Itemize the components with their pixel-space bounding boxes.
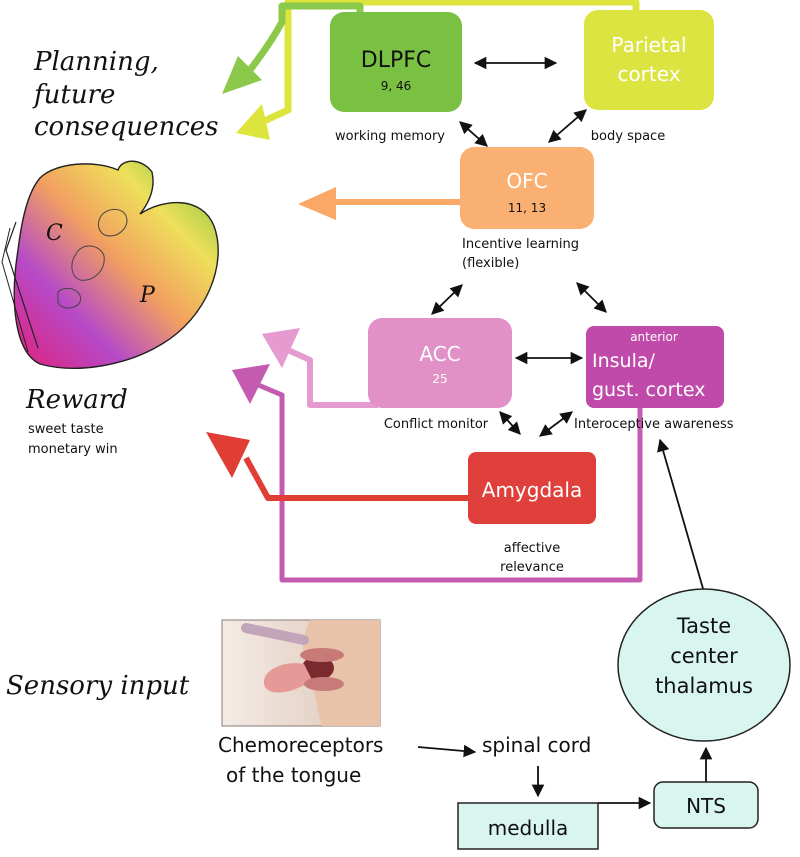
- striatum-shape: [13, 160, 219, 369]
- taste-pathway: Chemoreceptors of the tongue spinal cord…: [218, 588, 791, 850]
- nts-label: NTS: [686, 794, 726, 818]
- dlpfc-output-pathway: [247, 2, 364, 73]
- striatum-c-label: C: [46, 221, 63, 246]
- dlpfc-output-arrowhead: [222, 56, 262, 94]
- planning-line2: future: [32, 80, 115, 110]
- striatum-outline-line-1: [5, 221, 39, 349]
- amygdala-name: Amygdala: [482, 478, 582, 502]
- dlpfc-region: DLPFC 9, 46 working memory: [330, 12, 462, 144]
- cotton-swab: [241, 623, 309, 645]
- ofc-output-arrowhead: [298, 187, 336, 220]
- thalamus-insula-arrow: [657, 438, 705, 593]
- reward-title: Reward: [25, 385, 128, 415]
- planning-heading: Planning, future consequences: [32, 47, 219, 142]
- acc-region: ACC 25 Conflict monitor: [368, 318, 512, 432]
- parietal-ofc-arrow: [548, 109, 587, 143]
- ofc-acc-arrow: [431, 284, 463, 315]
- chemoreceptors-spinal-arrow: [417, 744, 477, 758]
- acc-output-arrowhead: [262, 328, 300, 368]
- insula-region: anterior Insula/ gust. cortex Interocept…: [574, 326, 734, 432]
- insula-box: [586, 326, 724, 408]
- parietal-name-line1: Parietal: [611, 33, 686, 57]
- dlpfc-caption: working memory: [335, 129, 445, 144]
- striatum-contour-1: [97, 209, 128, 237]
- ofc-caption-line2: (flexible): [462, 256, 519, 271]
- nts-box: [653, 781, 759, 829]
- acc-amygdala-arrow: [499, 411, 521, 435]
- thalamus-line3: thalamus: [655, 674, 753, 698]
- face-shape: [303, 620, 380, 726]
- acc-name: ACC: [419, 342, 460, 366]
- sensory-input-heading: Sensory input: [6, 671, 190, 701]
- acc-caption: Conflict monitor: [384, 417, 489, 432]
- dlpfc-ofc-arrow: [459, 121, 488, 147]
- amygdala-output-pathway: [243, 456, 468, 501]
- acc-areas: 25: [432, 372, 447, 386]
- parietal-name-line2: cortex: [617, 62, 680, 86]
- acc-output-pathway: [286, 347, 378, 408]
- thalamus-line1: Taste: [676, 614, 731, 638]
- ofc-areas: 11, 13: [508, 201, 546, 215]
- mouth: [302, 656, 334, 680]
- amygdala-output-arrowhead: [206, 432, 250, 478]
- parietal-box: [584, 10, 714, 110]
- thalamus-oval: [617, 588, 791, 742]
- tongue: [263, 663, 312, 693]
- insula-amygdala-arrow: [538, 411, 574, 437]
- reward-heading: Reward sweet taste monetary win: [25, 385, 128, 457]
- spinal-cord-label: spinal cord: [482, 733, 591, 757]
- ofc-box: [460, 147, 594, 229]
- striatum-illustration: C P: [1, 160, 219, 369]
- chemoreceptors-line2: of the tongue: [226, 763, 361, 787]
- dlpfc-box: [330, 12, 462, 112]
- ofc-caption-line1: Incentive learning: [462, 237, 579, 252]
- dlpfc-areas: 9, 46: [381, 79, 412, 93]
- dlpfc-name: DLPFC: [361, 48, 431, 73]
- planning-line3: consequences: [34, 112, 219, 142]
- insula-name-line1: Insula/: [592, 350, 656, 372]
- planning-line1: Planning,: [33, 47, 159, 77]
- lower-lip: [304, 677, 344, 691]
- output-pathways: [206, 0, 643, 583]
- insula-prefix: anterior: [630, 330, 678, 344]
- acc-box: [368, 318, 512, 408]
- reward-example-2: monetary win: [28, 442, 118, 457]
- parietal-caption: body space: [591, 129, 665, 144]
- connection-arrows: [417, 56, 713, 810]
- amygdala-caption-line2: relevance: [500, 560, 564, 575]
- medulla-box: [457, 802, 599, 850]
- amygdala-region: Amygdala affective relevance: [468, 452, 596, 575]
- insula-output-pathway: [255, 381, 643, 583]
- insula-caption: Interoceptive awareness: [574, 417, 734, 432]
- ofc-region: OFC 11, 13 Incentive learning (flexible): [460, 147, 594, 271]
- thalamus-line2: center: [670, 644, 738, 668]
- amygdala-box: [468, 452, 596, 524]
- amygdala-caption-line1: affective: [504, 541, 560, 556]
- parietal-output-arrowhead: [236, 104, 270, 140]
- striatum-contour-2: [71, 245, 105, 281]
- tongue-photo: [221, 619, 381, 727]
- insula-name-line2: gust. cortex: [592, 379, 705, 401]
- parietal-output-pathway: [260, 0, 640, 126]
- parietal-region: Parietal cortex body space: [584, 10, 714, 144]
- reward-example-1: sweet taste: [28, 422, 104, 437]
- insula-output-arrowhead: [232, 364, 270, 404]
- striatum-outline-line-2: [1, 227, 29, 353]
- chemoreceptors-line1: Chemoreceptors: [218, 733, 383, 757]
- ofc-insula-arrow: [576, 282, 607, 313]
- striatum-p-label: P: [139, 283, 156, 308]
- upper-lip: [300, 648, 344, 662]
- ofc-name: OFC: [506, 169, 547, 193]
- striatum-contour-3: [57, 287, 82, 309]
- medulla-label: medulla: [488, 816, 569, 840]
